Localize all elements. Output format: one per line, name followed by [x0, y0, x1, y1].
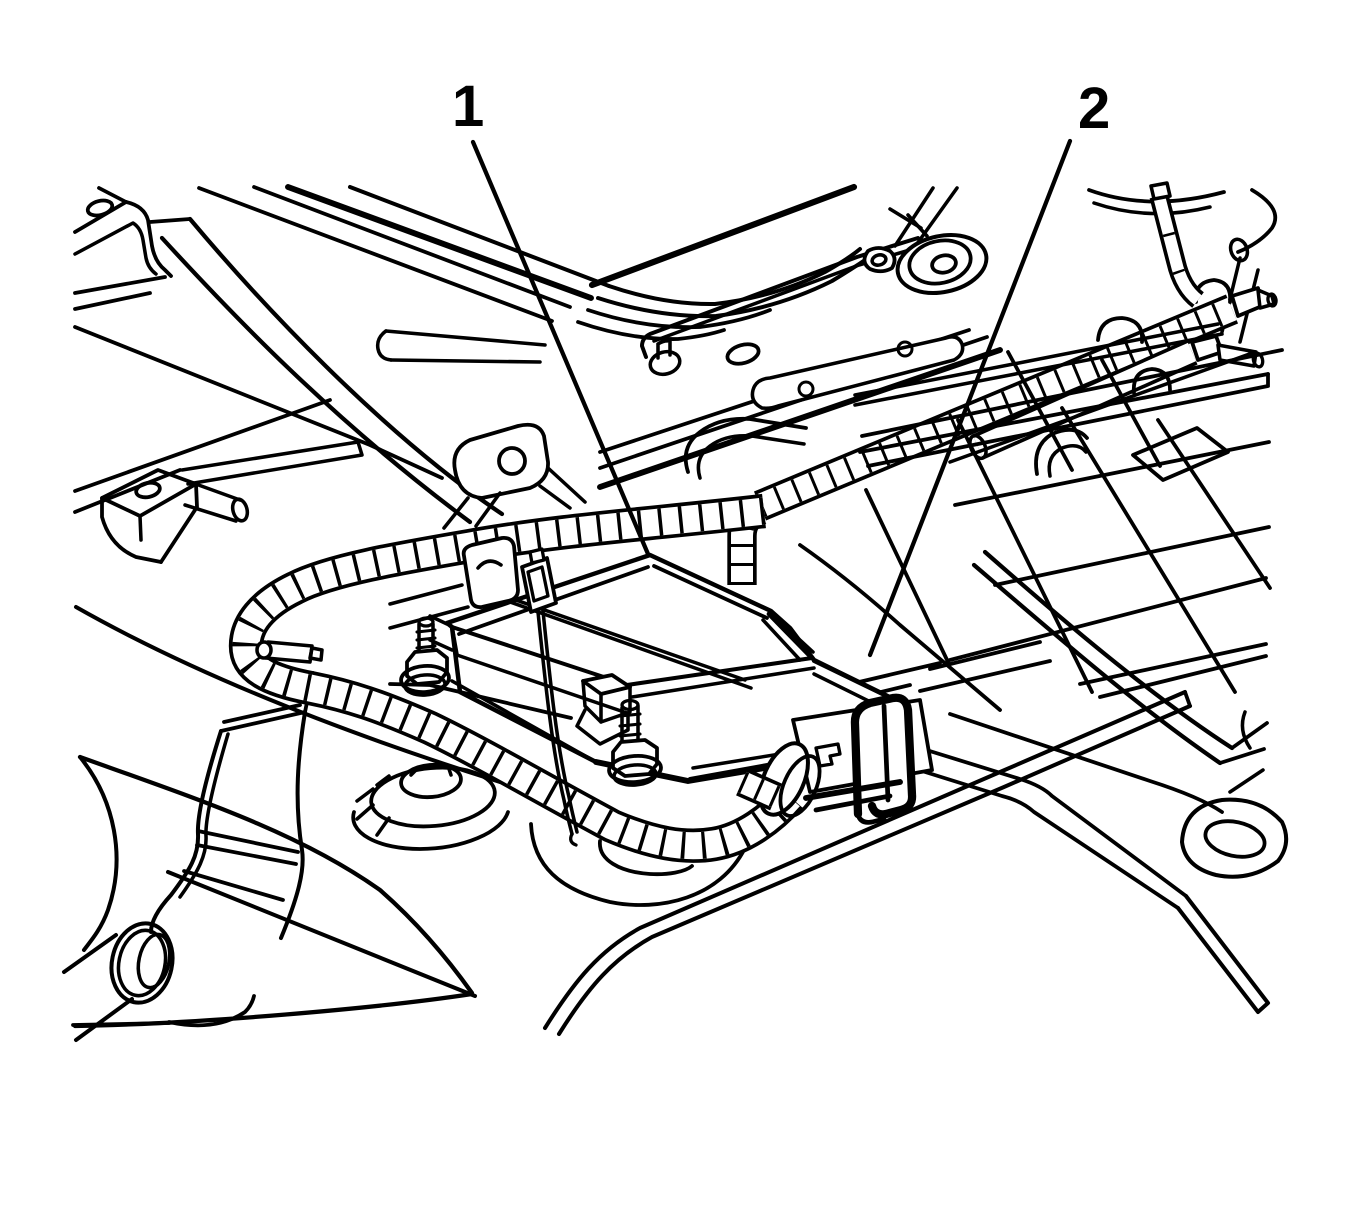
- svg-text:2: 2: [1078, 76, 1110, 141]
- svg-text:1: 1: [452, 74, 484, 139]
